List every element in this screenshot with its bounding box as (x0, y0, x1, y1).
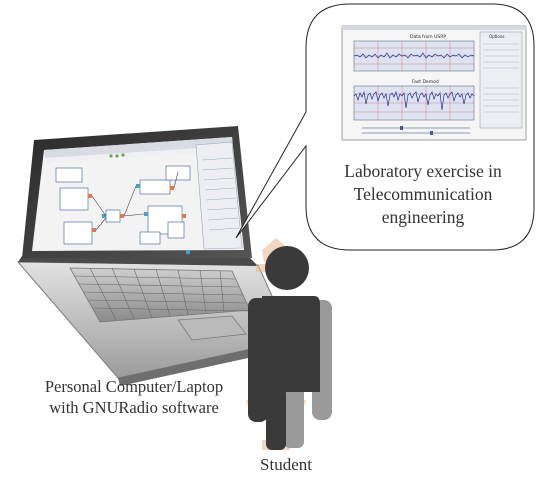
student-torso (262, 296, 320, 392)
hinge (18, 256, 258, 266)
options-label: Options (489, 34, 504, 39)
plot1-trace (353, 52, 475, 59)
student-head (265, 246, 309, 290)
plot2-trace (353, 90, 475, 111)
plot1-title: Data from USRP (410, 34, 446, 40)
student-leg-front (266, 388, 286, 450)
scope-window: Data from USRP Fast Demod Options (341, 25, 527, 141)
plot2-title: Fast Demod (412, 79, 439, 85)
laptop-caption: Personal Computer/Laptop with GNURadio s… (0, 376, 268, 418)
laptop (16, 126, 294, 386)
student-label: Student (260, 455, 312, 474)
student-leg-back (284, 380, 304, 448)
options-panel (479, 31, 523, 129)
student-figure (248, 246, 332, 450)
student-arm-front (248, 298, 268, 422)
laptop-caption-line2: with GNURadio software (49, 398, 219, 417)
touchpad (177, 315, 247, 341)
gnuradio-window (44, 137, 243, 254)
laptop-caption-line1: Personal Computer/Laptop (44, 377, 224, 396)
bubble-title: Laboratory exercise in Telecommunication… (344, 161, 502, 227)
keyboard-keys (73, 267, 250, 321)
